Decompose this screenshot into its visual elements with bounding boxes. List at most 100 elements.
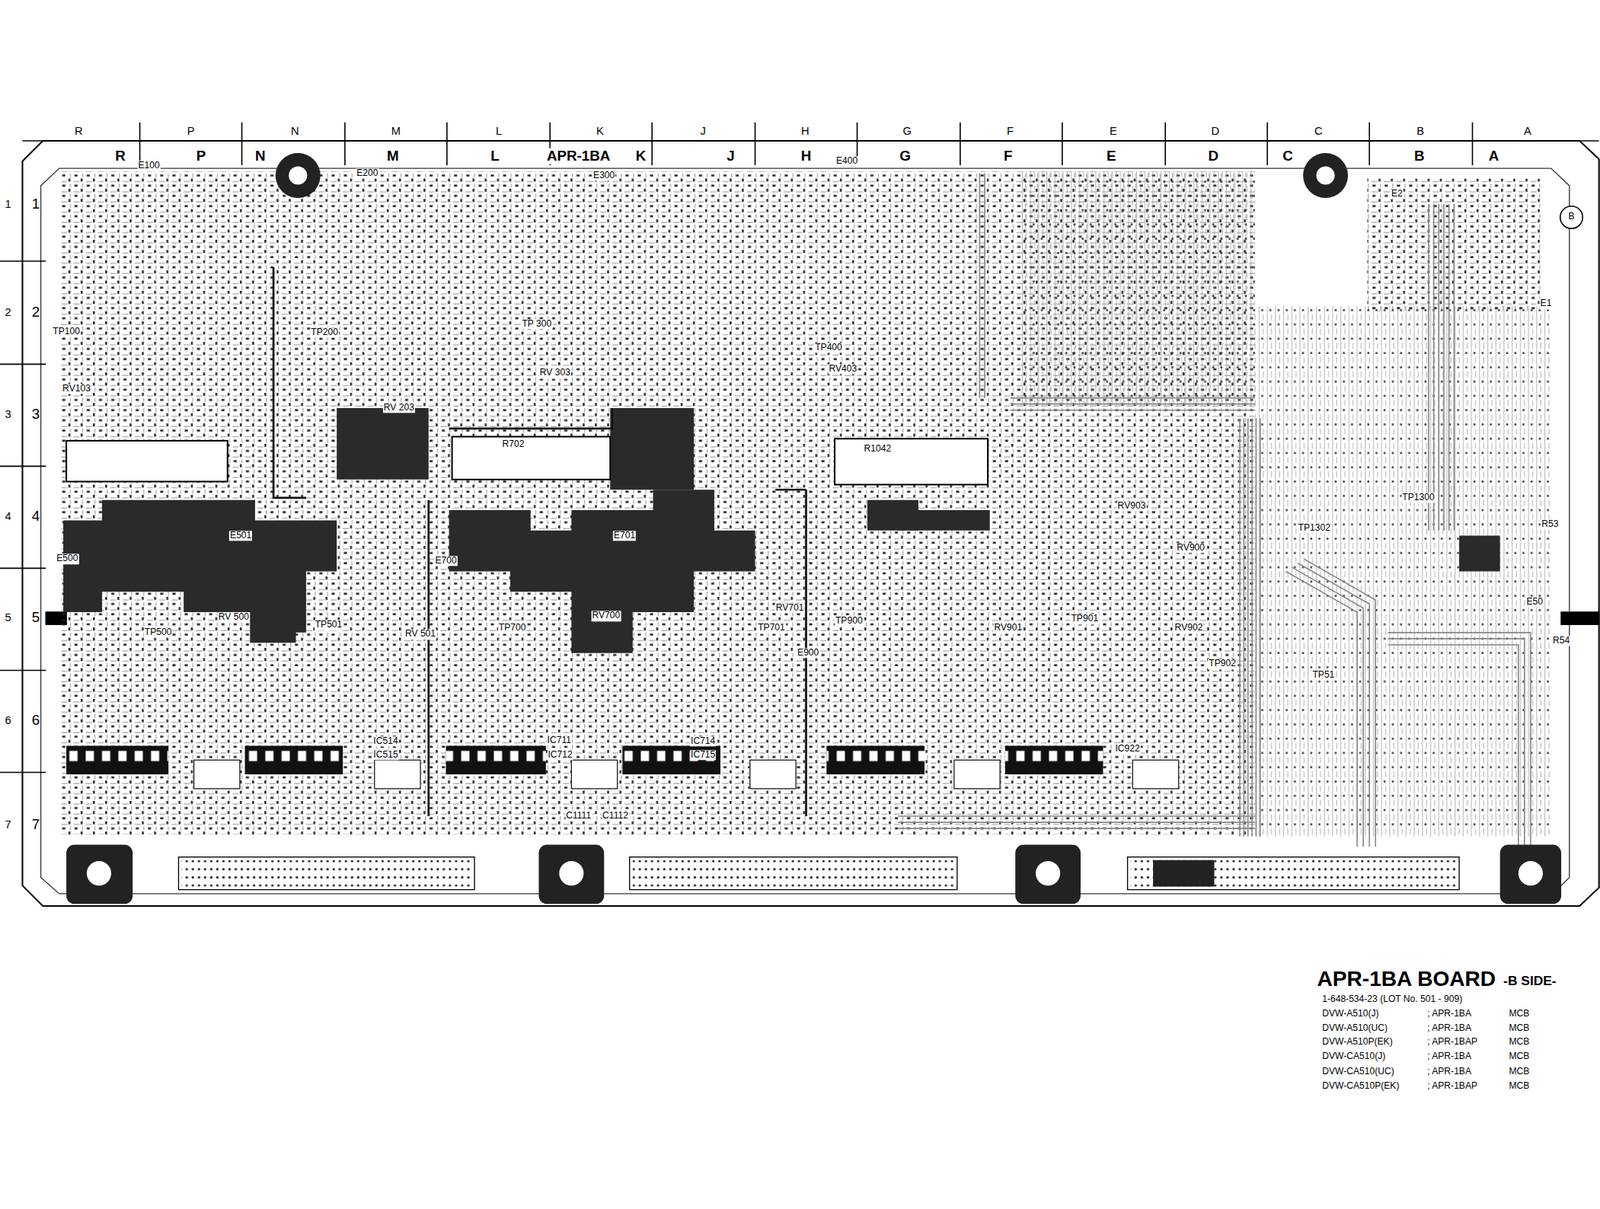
trace-bundle (979, 173, 985, 399)
grid-letter: H (800, 124, 811, 137)
component-ref: TP1302 (1297, 523, 1332, 534)
component-ref: E1 (1539, 299, 1553, 310)
grid-letter: A (1523, 124, 1533, 137)
ic-row (1005, 746, 1104, 776)
component-ref: R53 (1540, 519, 1559, 530)
grid-letter: G (901, 124, 912, 137)
model-table-cell: ; APR-1BA (1426, 1067, 1473, 1078)
grid-letter: H (800, 148, 813, 165)
ic-row (66, 746, 169, 776)
component-ref: E50 (1525, 597, 1544, 607)
trace-bundle (1428, 204, 1454, 531)
trace-bundle (897, 816, 1256, 829)
component-ref: R1042 (862, 443, 892, 454)
component-ref: E701 (613, 530, 636, 541)
component-ref: TP700 (498, 623, 527, 634)
grid-letter: N (254, 148, 267, 165)
component-ref: TP902 (1207, 659, 1237, 670)
component-ref: RV 500 (217, 612, 250, 623)
ic-row (750, 760, 796, 789)
component-ref: TP1300 (1401, 492, 1435, 503)
grid-letter: E (1108, 124, 1118, 137)
component-ref: TP901 (1069, 614, 1099, 625)
trace-bundle (1285, 558, 1376, 847)
component-ref: RV901 (993, 623, 1023, 634)
grid-number: 2 (4, 306, 13, 319)
ic-row (571, 760, 617, 789)
model-table-cell: MCB (1507, 1037, 1530, 1048)
copper-texture (60, 171, 1256, 835)
model-table-cell: DVW-CA510P(EK) (1321, 1081, 1400, 1092)
component-ref: E300 (592, 170, 616, 181)
grid-letter: M (386, 148, 400, 165)
component-ref: TP900 (834, 616, 864, 626)
component-ref: TP100 (51, 326, 81, 337)
mounting-hole (86, 861, 112, 886)
component-ref: TP51 (1311, 670, 1335, 681)
copper-pour (609, 408, 694, 490)
component-ref: RV700 (591, 611, 622, 622)
section-frame (273, 267, 806, 817)
board-outline (22, 140, 1599, 907)
grid-number: 6 (31, 712, 41, 729)
board-outline (22, 140, 1599, 907)
mounting-hole (288, 166, 307, 185)
component-ref: RV701 (775, 603, 805, 614)
component-ref: TP501 (314, 620, 344, 631)
mounting-hole (275, 153, 321, 199)
ic-row (66, 746, 169, 776)
copper-texture (60, 171, 1551, 837)
grid-letter: APR-1BA (546, 148, 611, 165)
trace-bundle (1010, 398, 1256, 411)
copper-pour (63, 408, 1501, 654)
component-ref: B (1567, 212, 1575, 223)
model-table-cell: ; APR-1BA (1426, 1009, 1473, 1019)
grid-number: 1 (31, 196, 41, 213)
grid-number: 7 (4, 818, 13, 831)
ic-row (194, 760, 1179, 789)
component-ref: RV 303 (539, 368, 572, 379)
edge-connector (632, 860, 955, 888)
ic-outline (452, 437, 611, 480)
mounting-hole (1035, 861, 1061, 886)
grid-letter: E (1105, 148, 1118, 165)
component-ref: TP701 (756, 623, 786, 634)
component-ref: E500 (55, 554, 79, 565)
grid-letter: C (1313, 124, 1324, 137)
ic-row (446, 746, 547, 776)
grid-letter: B (1413, 148, 1426, 165)
grid-ruler (1561, 612, 1600, 625)
grid-letter: R (73, 124, 84, 137)
grid-letter: M (390, 124, 402, 137)
component-ref: RV103 (61, 383, 92, 394)
model-table-cell: MCB (1507, 1081, 1530, 1092)
mounting-hole (1302, 153, 1348, 199)
edge-connector (1152, 860, 1214, 888)
trace-bundle (1239, 418, 1261, 837)
ic-outline (834, 438, 988, 485)
ic-row (622, 746, 721, 776)
mounting-hole (1500, 845, 1562, 905)
edge-connector (182, 860, 473, 888)
ic-row (1132, 760, 1179, 789)
model-table-cell: DVW-CA510(UC) (1321, 1067, 1396, 1078)
component-ref: E501 (229, 530, 253, 541)
board-title: APR-1BA BOARD (1316, 967, 1498, 992)
model-table-cell: DVW-A510(J) (1321, 1009, 1380, 1019)
grid-letter: B (1415, 124, 1425, 137)
grid-number: 3 (4, 408, 13, 421)
grid-letter: G (898, 148, 912, 165)
grid-ruler (0, 261, 46, 773)
ic-outline (66, 437, 988, 486)
grid-letter: F (1005, 124, 1015, 137)
grid-letter: J (699, 124, 707, 137)
edge-connector (1130, 860, 1457, 888)
component-ref: RV902 (1174, 623, 1204, 634)
component-ref: IC714 (689, 736, 716, 747)
copper-pour (449, 489, 756, 653)
component-ref: TP400 (814, 342, 844, 353)
copper-texture (1020, 171, 1256, 406)
grid-letter: F (1002, 148, 1013, 165)
copper-pour (1459, 536, 1501, 572)
